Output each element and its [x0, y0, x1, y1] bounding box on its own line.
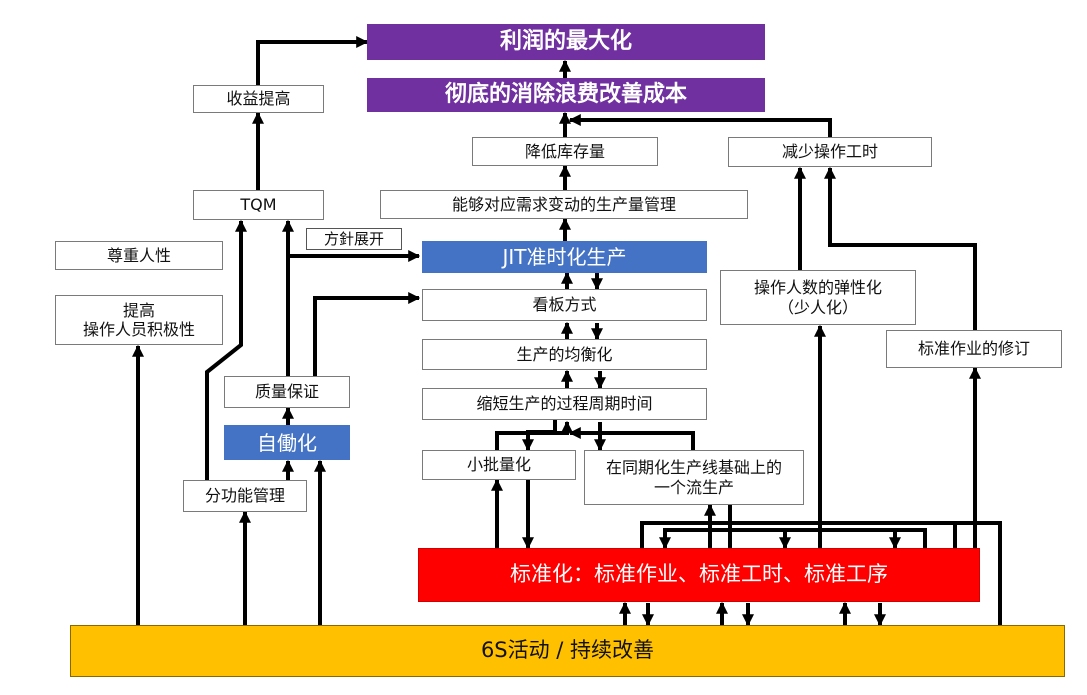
lead-time-box: 缩短生产的过程周期时间	[422, 388, 707, 420]
arrow-quality-to-kanban	[313, 292, 421, 376]
arrow-onepiece-to-leadtime	[568, 427, 695, 450]
eliminate-waste-box: 彻底的消除浪费改善成本	[367, 78, 765, 112]
standardization-box: 标准化：标准作业、标准工时、标准工序	[418, 548, 980, 602]
respect-humanity-box: 尊重人性	[55, 241, 223, 270]
activity-6s-box: 6S活动 / 持续改善	[70, 625, 1065, 677]
arrow-revision-to-hours	[824, 166, 977, 330]
standard-revision-box: 标准作业的修订	[886, 330, 1062, 368]
jidoka-box: 自働化	[224, 425, 350, 460]
reduce-inventory-box: 降低库存量	[472, 137, 658, 166]
reduce-work-hours-box: 减少操作工时	[728, 137, 932, 167]
motivation-box: 提高 操作人员积极性	[55, 295, 223, 345]
quality-assurance-box: 质量保证	[224, 376, 350, 408]
arrow-smalllot-to-leadtime	[495, 420, 573, 450]
leveling-box: 生产的均衡化	[422, 339, 707, 370]
profit-max-box: 利润的最大化	[367, 24, 765, 60]
revenue-increase-box: 收益提高	[193, 85, 324, 113]
arrow-revenue-to-profit	[256, 36, 369, 85]
arrow-6s-to-revision-side	[955, 521, 1002, 625]
functional-mgmt-box: 分功能管理	[183, 480, 307, 512]
elastic-staffing-box: 操作人数的弹性化 （少人化）	[720, 270, 916, 325]
bracket-top-inner	[663, 528, 927, 548]
jit-box: JIT准时化生产	[422, 241, 707, 273]
arrow-functional-to-tqm	[205, 219, 247, 480]
bracket-top-outer	[640, 521, 957, 548]
tqm-box: TQM	[193, 190, 324, 220]
arrow-hours-to-waste	[568, 114, 832, 137]
policy-deploy-label: 方針展开	[306, 228, 402, 250]
small-lot-box: 小批量化	[422, 450, 576, 480]
kanban-box: 看板方式	[422, 289, 707, 321]
one-piece-flow-box: 在同期化生产线基础上的 一个流生产	[584, 450, 804, 505]
demand-response-box: 能够对应需求变动的生产量管理	[380, 190, 748, 219]
